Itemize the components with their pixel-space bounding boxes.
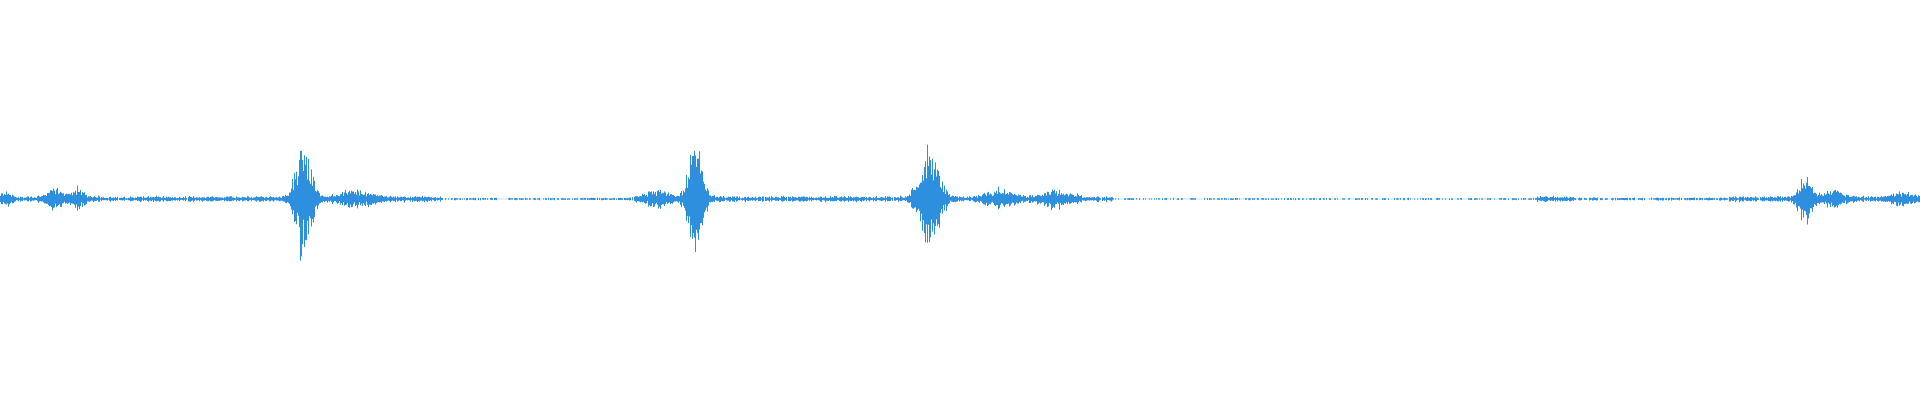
waveform-bars <box>0 144 1920 261</box>
